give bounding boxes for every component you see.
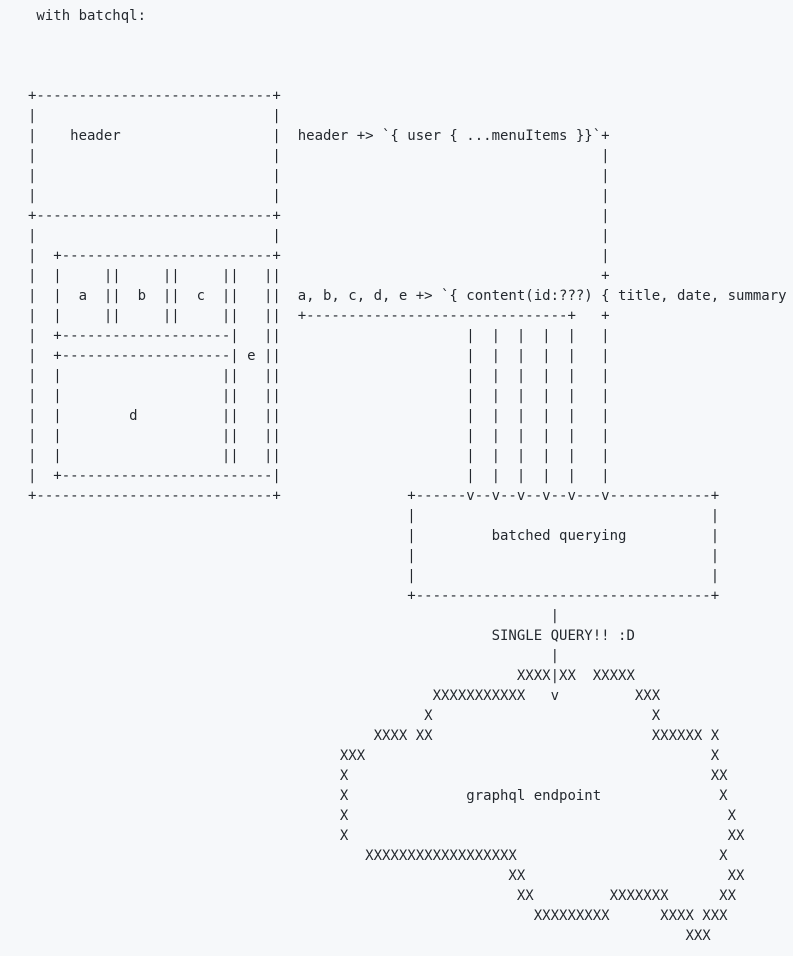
readme-code-block: with batchql: +-------------------------… xyxy=(28,8,787,944)
ascii-diagram: with batchql: +-------------------------… xyxy=(28,8,787,944)
